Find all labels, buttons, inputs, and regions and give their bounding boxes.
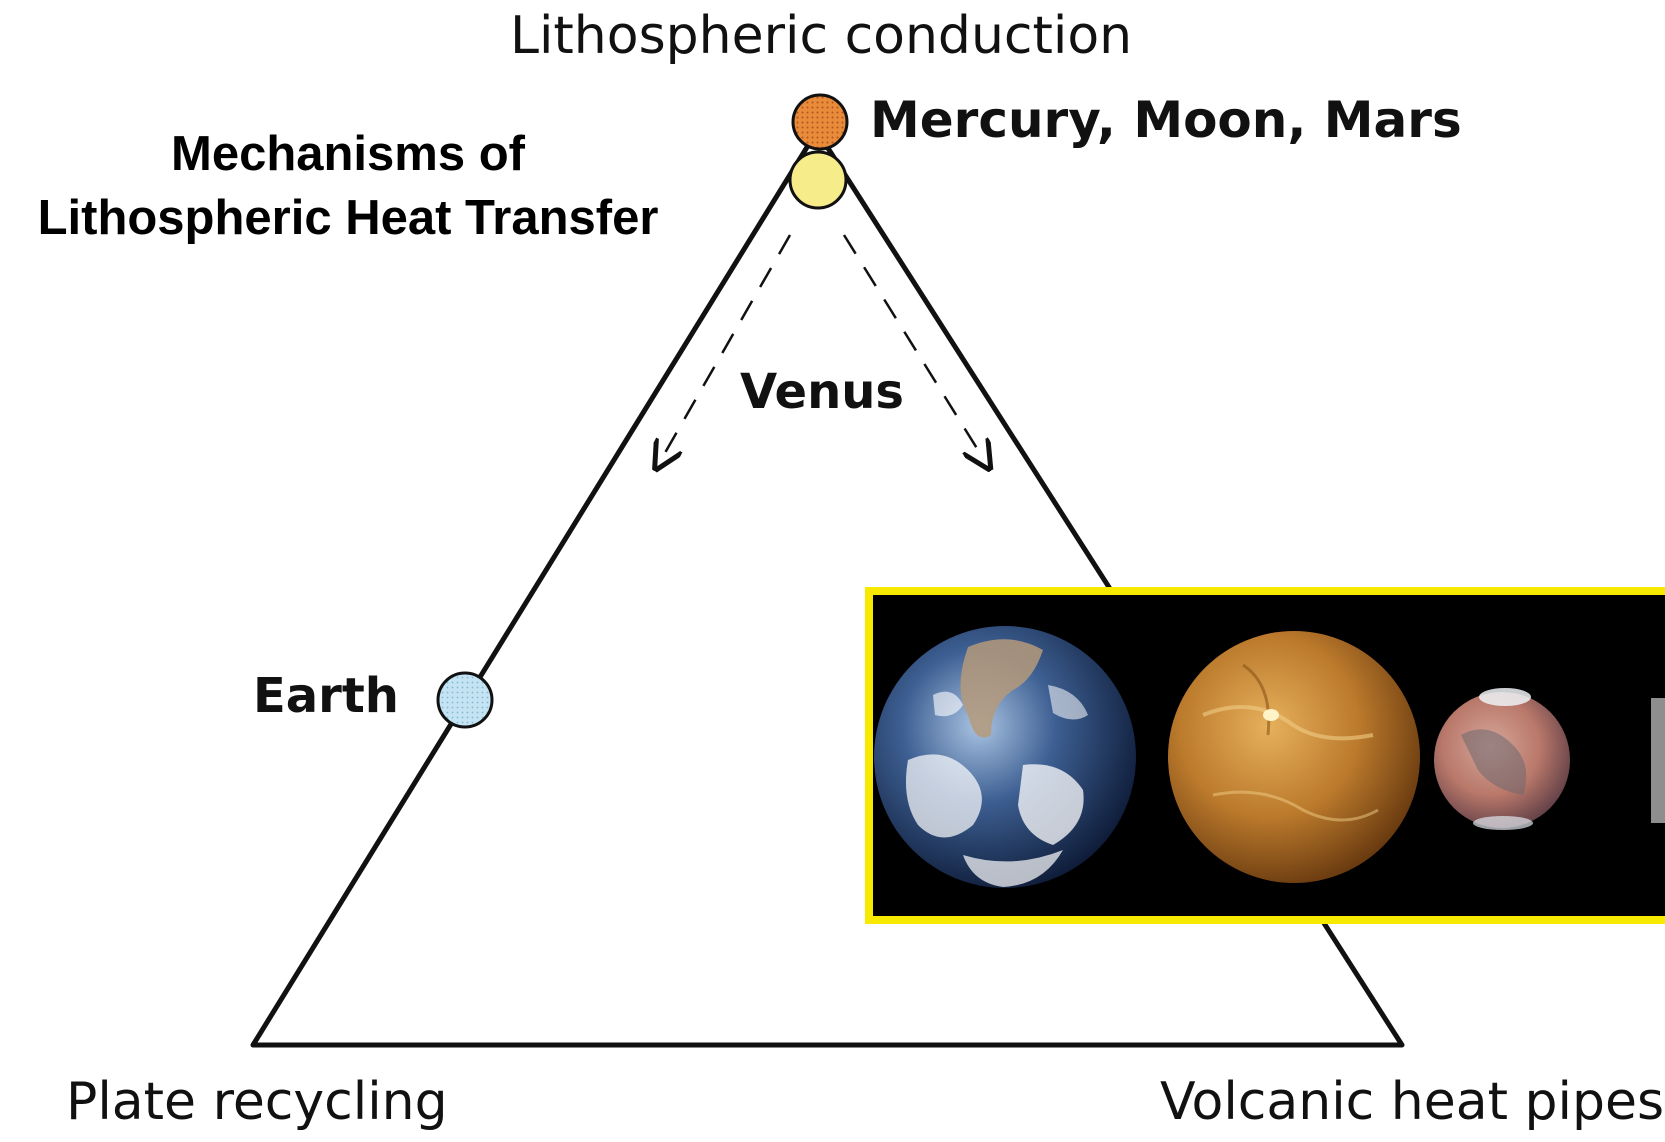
top-vertex-label: Lithospheric conduction bbox=[510, 6, 1133, 66]
mars-globe-image bbox=[1434, 688, 1570, 830]
venus-marker bbox=[788, 150, 848, 210]
earth-label: Earth bbox=[253, 668, 399, 724]
earth-marker bbox=[436, 671, 494, 729]
venus-arrow-left bbox=[662, 234, 792, 458]
planets-inset bbox=[865, 587, 1665, 924]
mercury-moon-mars-marker bbox=[791, 93, 849, 151]
venus-arrow-right bbox=[842, 234, 983, 458]
planets-inset-graphic bbox=[874, 626, 1665, 888]
partial-planet-edge bbox=[1651, 698, 1665, 823]
bottom-right-vertex-label: Volcanic heat pipes bbox=[1160, 1072, 1665, 1132]
title-line-2: Lithospheric Heat Transfer bbox=[37, 190, 659, 245]
title-line-1: Mechanisms of bbox=[171, 127, 525, 181]
venus-globe-image bbox=[1168, 631, 1420, 883]
earth-globe-image bbox=[874, 626, 1136, 888]
bottom-left-vertex-label: Plate recycling bbox=[66, 1072, 448, 1132]
mercury-moon-mars-label: Mercury, Moon, Mars bbox=[870, 91, 1462, 149]
diagram-title: Mechanisms of Lithospheric Heat Transfer bbox=[8, 123, 688, 250]
venus-label: Venus bbox=[740, 364, 904, 420]
